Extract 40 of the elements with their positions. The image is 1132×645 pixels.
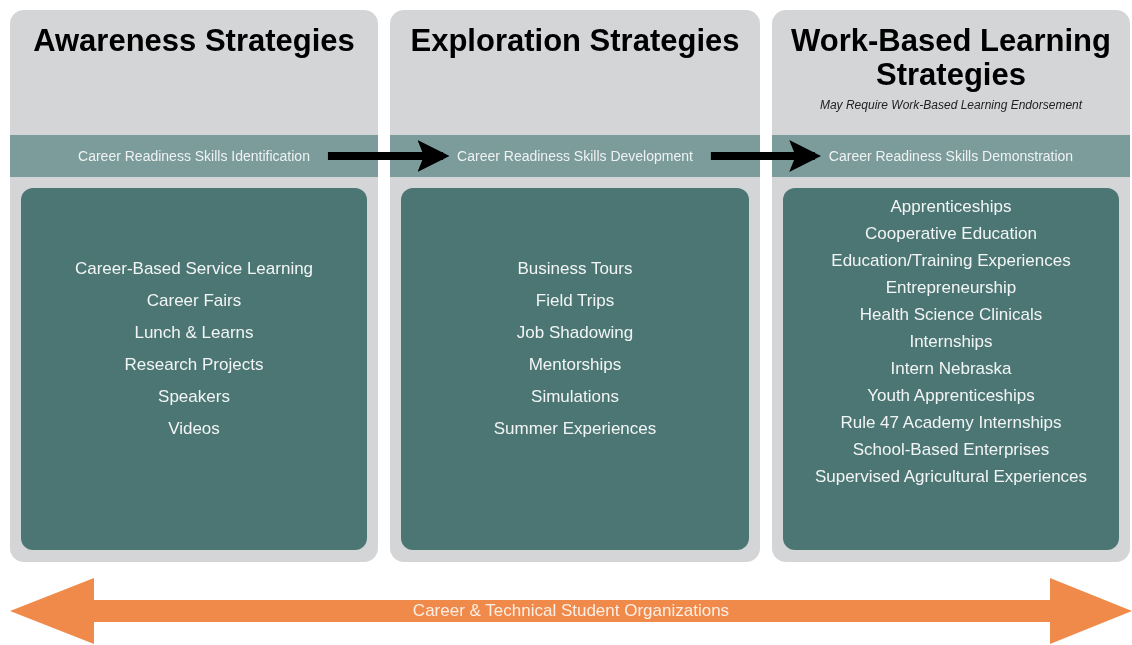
column-panel [772, 10, 1130, 562]
strategy-item: School-Based Enterprises [852, 439, 1050, 460]
column-panel [10, 10, 378, 562]
column-subheading: May Require Work-Based Learning Endorsement [819, 97, 1083, 114]
strategy-item: Speakers [158, 386, 230, 407]
band-text: Career Readiness Skills Demonstration [828, 145, 1074, 167]
strategy-item: Simulations [531, 386, 619, 407]
banner-text: Career & Technical Student Organizations [412, 600, 730, 623]
strategy-item: Lunch & Learns [134, 322, 254, 343]
strategy-item: Health Science Clinicals [859, 304, 1043, 325]
strategy-item: Intern Nebraska [890, 358, 1012, 379]
band-text: Career Readiness Skills Identification [78, 145, 310, 167]
arrow [327, 140, 450, 172]
strategy-list-box [401, 188, 749, 550]
strategy-list-box [783, 188, 1119, 550]
strategy-item: Mentorships [528, 354, 622, 375]
double-arrow-banner [10, 578, 1132, 644]
column-heading: Awareness Strategies [32, 24, 356, 58]
strategy-item: Business Tours [517, 258, 633, 279]
column-heading: Work-Based Learning Strategies [790, 24, 1112, 92]
strategy-item: Career Fairs [146, 290, 242, 311]
strategy-item: Supervised Agricultural Experiences [814, 466, 1088, 487]
strategy-item: Summer Experiences [493, 418, 657, 439]
arrow [710, 140, 822, 172]
band-text: Career Readiness Skills Development [457, 145, 693, 167]
strategy-item: Cooperative Education [865, 223, 1037, 244]
strategy-item: Rule 47 Academy Internships [840, 412, 1062, 433]
strategy-item: Apprenticeships [890, 196, 1012, 217]
strategy-item: Entrepreneurship [885, 277, 1017, 298]
strategy-item: Field Trips [535, 290, 615, 311]
strategy-item: Career-Based Service Learning [74, 258, 314, 279]
strategy-list-box [21, 188, 367, 550]
strategy-item: Internships [909, 331, 993, 352]
strategy-item: Videos [168, 418, 220, 439]
strategy-item: Education/Training Experiences [831, 250, 1071, 271]
column-panel [390, 10, 760, 562]
strategy-item: Research Projects [124, 354, 264, 375]
strategy-item: Job Shadowing [516, 322, 634, 343]
strategy-item: Youth Apprenticeships [867, 385, 1035, 406]
column-heading: Exploration Strategies [409, 24, 741, 58]
